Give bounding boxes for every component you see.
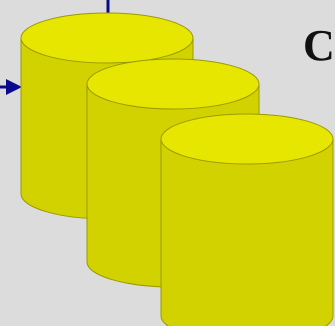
partial-label: C	[303, 24, 335, 68]
cylinder-3	[160, 113, 334, 326]
arrow-left	[0, 79, 22, 95]
